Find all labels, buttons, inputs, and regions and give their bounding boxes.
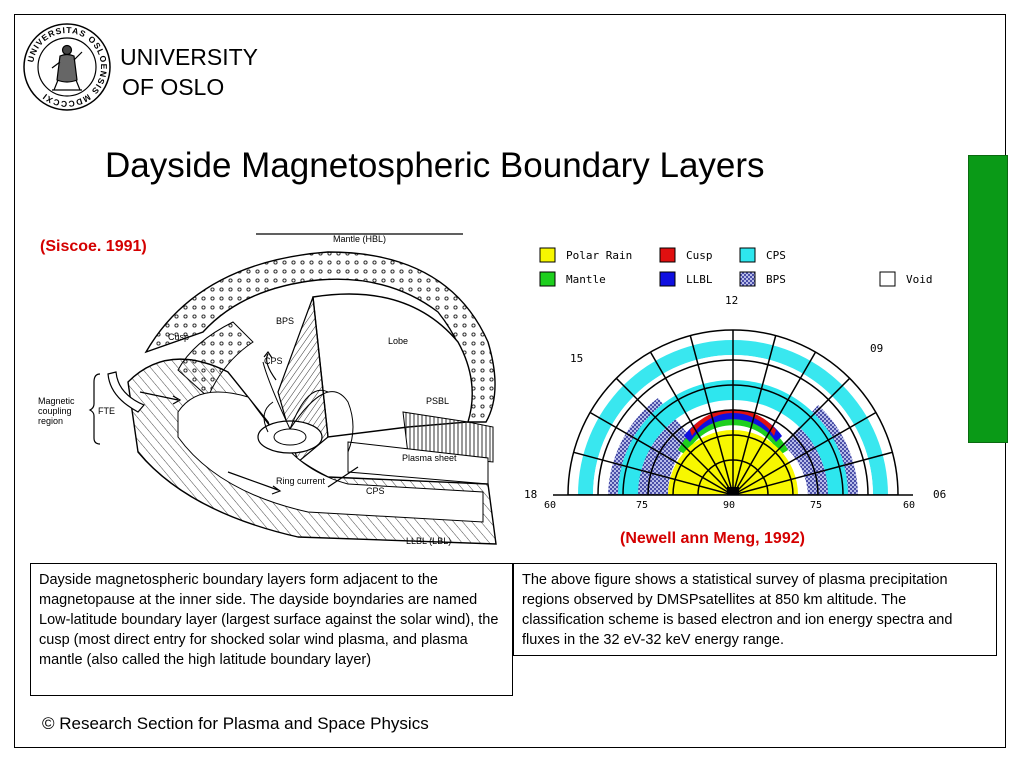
mlt-spoke <box>649 351 734 495</box>
legend-label-cps: CPS <box>766 249 786 262</box>
description-right-text: The above figure shows a statistical sur… <box>522 572 953 648</box>
university-seal-logo: UNIVERSITAS OSLOENSIS MDCCCXI <box>23 23 111 111</box>
label-psbl: PSBL <box>426 396 449 406</box>
description-left-box: Dayside magnetospheric boundary layers f… <box>30 563 513 696</box>
mlt-spoke <box>732 377 851 495</box>
mlt-spoke <box>732 451 893 495</box>
legend-swatch-bps <box>739 271 756 287</box>
label-bps: BPS <box>276 316 294 326</box>
university-line-2: OF OSLO <box>122 74 225 100</box>
mantle-region <box>144 251 496 423</box>
mlt-spoke <box>589 411 734 495</box>
label-ring-current: Ring current <box>276 476 326 486</box>
legend-swatch-cps <box>739 247 756 263</box>
coupling-brace <box>88 373 101 445</box>
mlt-spoke <box>732 335 777 495</box>
legend-swatch-polar-rain <box>539 247 556 263</box>
legend-swatch-llbl <box>659 271 676 287</box>
label-fte: FTE <box>98 406 115 416</box>
citation-siscoe: (Siscoe. 1991) <box>40 238 147 255</box>
lat-75-left: 75 <box>636 500 648 511</box>
legend-swatch-mantle <box>539 271 556 287</box>
lat-60-left: 60 <box>544 500 556 511</box>
label-magnetic-2: coupling <box>38 406 72 416</box>
label-llbl: LLBL (LBL) <box>406 536 451 546</box>
mlt-spoke <box>732 411 877 495</box>
legend-label-mantle: Mantle <box>566 273 606 286</box>
earth-core <box>273 428 307 446</box>
legend-label-polar-rain: Polar Rain <box>566 249 632 262</box>
mlt-09: 09 <box>870 342 883 355</box>
mlt-18: 18 <box>524 488 537 501</box>
lat-90: 90 <box>723 500 735 511</box>
legend-label-cusp: Cusp <box>686 249 713 262</box>
citation-newell-meng: (Newell ann Meng, 1992) <box>620 530 805 547</box>
fte-tube <box>107 371 145 413</box>
lat-60-right: 60 <box>903 500 915 511</box>
map-legend: Polar Rain Cusp CPS Mantle LLBL BPS Void <box>539 247 933 287</box>
mlt-12: 12 <box>725 294 738 307</box>
label-lobe: Lobe <box>388 336 408 346</box>
legend-label-void: Void <box>906 273 933 286</box>
label-cps-lower: CPS <box>366 486 385 496</box>
label-magnetic-3: region <box>38 416 63 426</box>
description-right-box: The above figure shows a statistical sur… <box>513 563 997 656</box>
label-mantle: Mantle (HBL) <box>333 234 386 244</box>
label-plasma-sheet: Plasma sheet <box>402 453 457 463</box>
mlt-06: 06 <box>933 488 946 501</box>
legend-label-bps: BPS <box>766 273 786 286</box>
description-left-text: Dayside magnetospheric boundary layers f… <box>39 572 499 668</box>
lat-75-right: 75 <box>810 500 822 511</box>
footer-copyright: © Research Section for Plasma and Space … <box>42 714 429 733</box>
legend-label-llbl: LLBL <box>686 273 713 286</box>
label-cps-upper: CPS <box>264 356 283 366</box>
legend-swatch-void <box>879 271 896 287</box>
page-title: Dayside Magnetospheric Boundary Layers <box>105 146 765 185</box>
university-line-1: UNIVERSITY <box>120 44 259 70</box>
mlt-spoke <box>615 377 734 495</box>
magnetosphere-schematic: Mantle (HBL) Cusp BPS CPS Lobe PSBL Magn… <box>38 233 497 546</box>
mlt-15: 15 <box>570 352 583 365</box>
polar-plot-area <box>567 329 899 495</box>
inner-magnetosphere <box>177 391 484 523</box>
precipitation-polar-map: Polar Rain Cusp CPS Mantle LLBL BPS Void <box>524 247 946 511</box>
mlt-spoke <box>573 451 734 495</box>
label-magnetic-1: Magnetic <box>38 396 75 406</box>
label-cusp: Cusp <box>168 332 189 342</box>
side-accent-bar <box>968 155 1008 443</box>
university-name: UNIVERSITY OF OSLO <box>120 42 258 102</box>
psbl-region <box>402 411 494 463</box>
mlt-spoke <box>732 351 817 495</box>
lobe-region <box>312 293 473 438</box>
legend-swatch-cusp <box>659 247 676 263</box>
mlt-spoke <box>689 335 734 495</box>
